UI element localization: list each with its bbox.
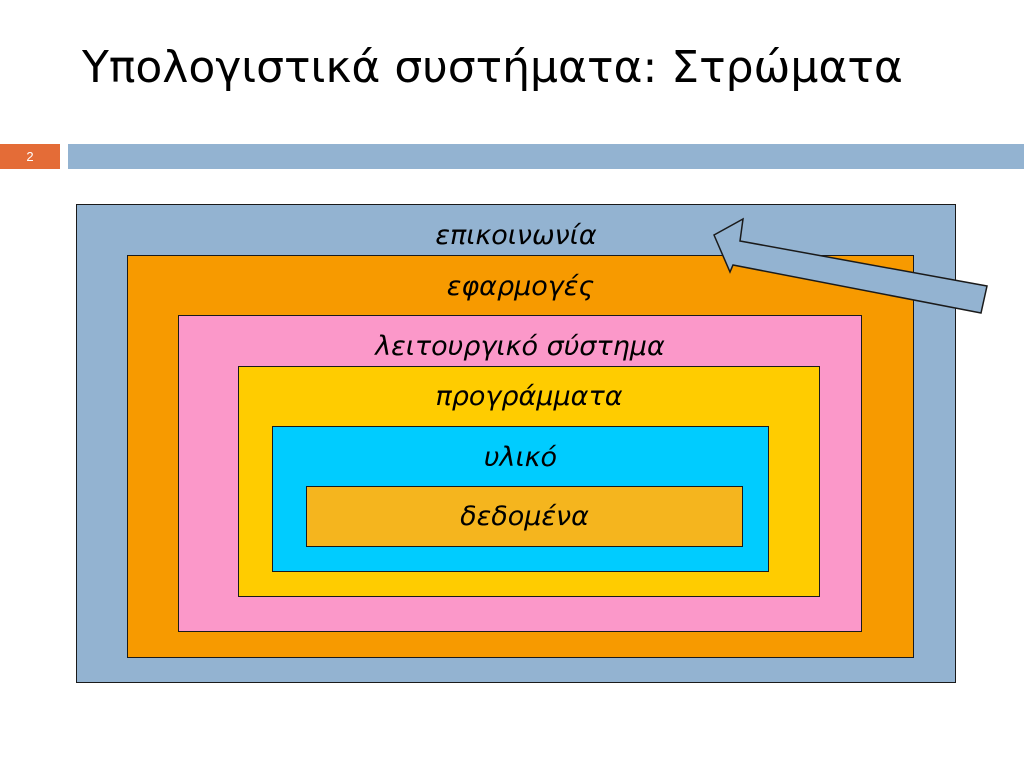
layer-label-data: δεδομένα (460, 501, 589, 532)
layer-label-os: λειτουργικό σύστημα (375, 331, 665, 362)
page-number-badge: 2 (0, 144, 60, 169)
slide-title: Υπολογιστικά συστήματα: Στρώματα (82, 42, 903, 93)
layer-label-hardware: υλικό (483, 442, 558, 473)
layer-label-communication: επικοινωνία (435, 220, 597, 251)
layer-label-applications: εφαρμογές (446, 271, 595, 302)
layer-data: δεδομένα (306, 486, 743, 547)
header-bar (68, 144, 1024, 169)
layer-label-programs: προγράμματα (435, 381, 623, 412)
